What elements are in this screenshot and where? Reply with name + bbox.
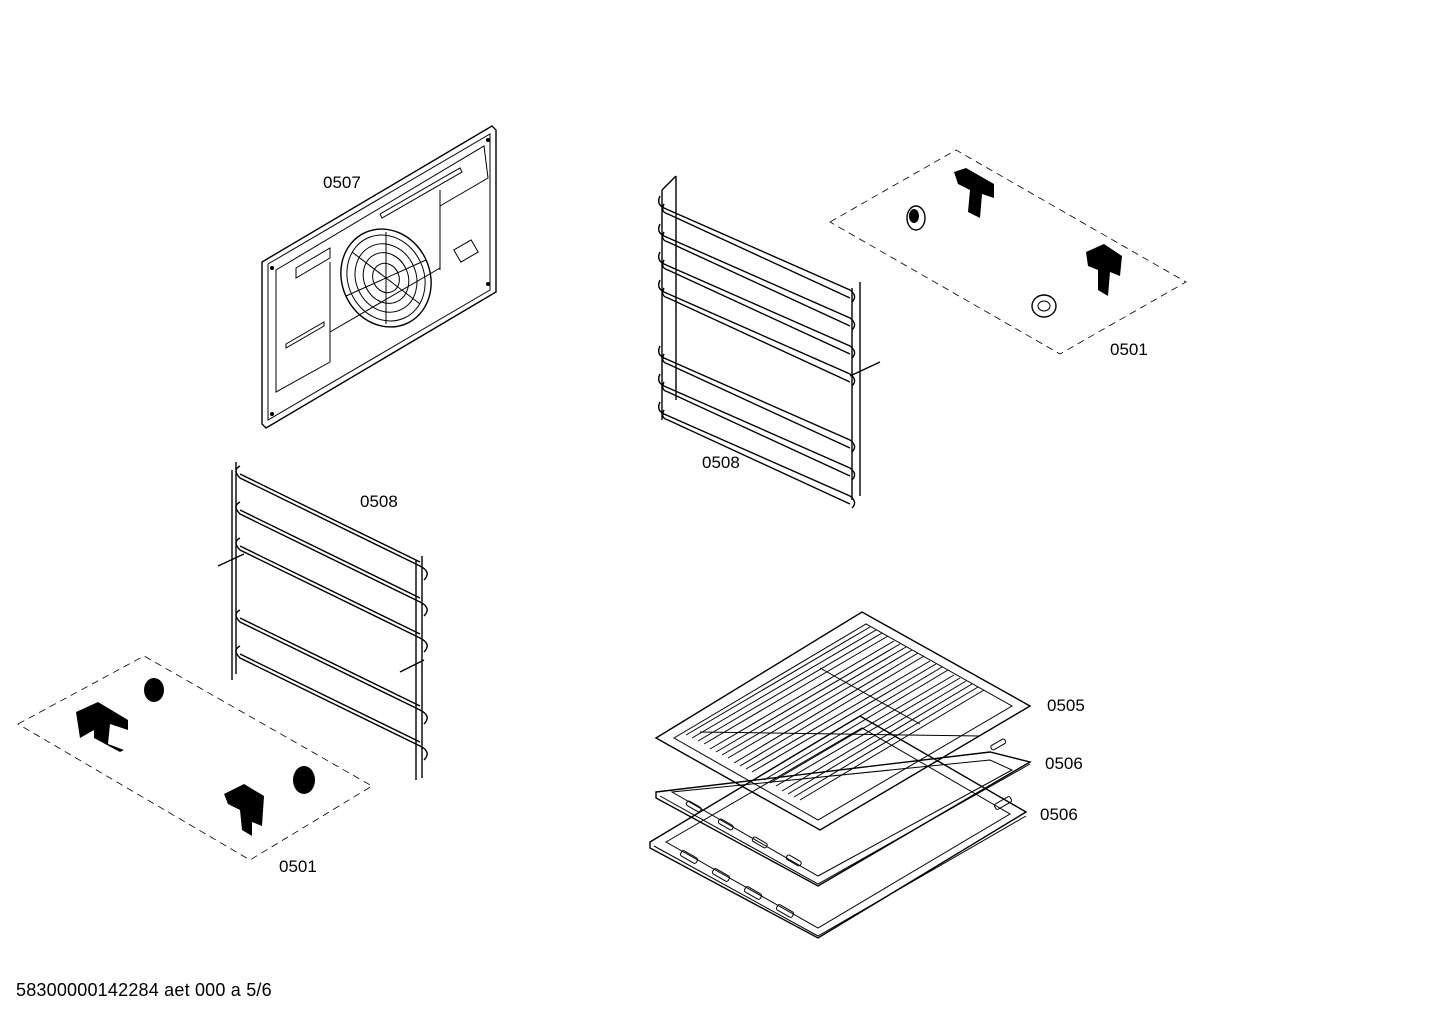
part-label-0508-left: 0508 <box>360 492 398 511</box>
back-panel-part[interactable] <box>261 125 497 429</box>
part-label-0507: 0507 <box>323 173 361 192</box>
shelf-rail-left-part[interactable] <box>217 462 428 780</box>
part-label-0505: 0505 <box>1047 696 1085 715</box>
wire-rack-part[interactable] <box>654 611 1032 831</box>
clips-group-left-part[interactable] <box>17 655 373 861</box>
part-label-0508-right: 0508 <box>702 453 740 472</box>
part-label-0501-left: 0501 <box>279 857 317 876</box>
baking-tray-upper-part[interactable] <box>655 738 1032 887</box>
shelf-rail-right-part[interactable] <box>657 175 881 509</box>
part-label-0506-lower: 0506 <box>1040 805 1078 824</box>
part-label-0501-right: 0501 <box>1110 340 1148 359</box>
part-label-0506-upper: 0506 <box>1045 754 1083 773</box>
clips-group-right-part[interactable] <box>829 149 1187 355</box>
document-code: 58300000142284 aet 000 a 5/6 <box>16 980 272 1000</box>
baking-tray-lower-part[interactable] <box>649 715 1028 939</box>
